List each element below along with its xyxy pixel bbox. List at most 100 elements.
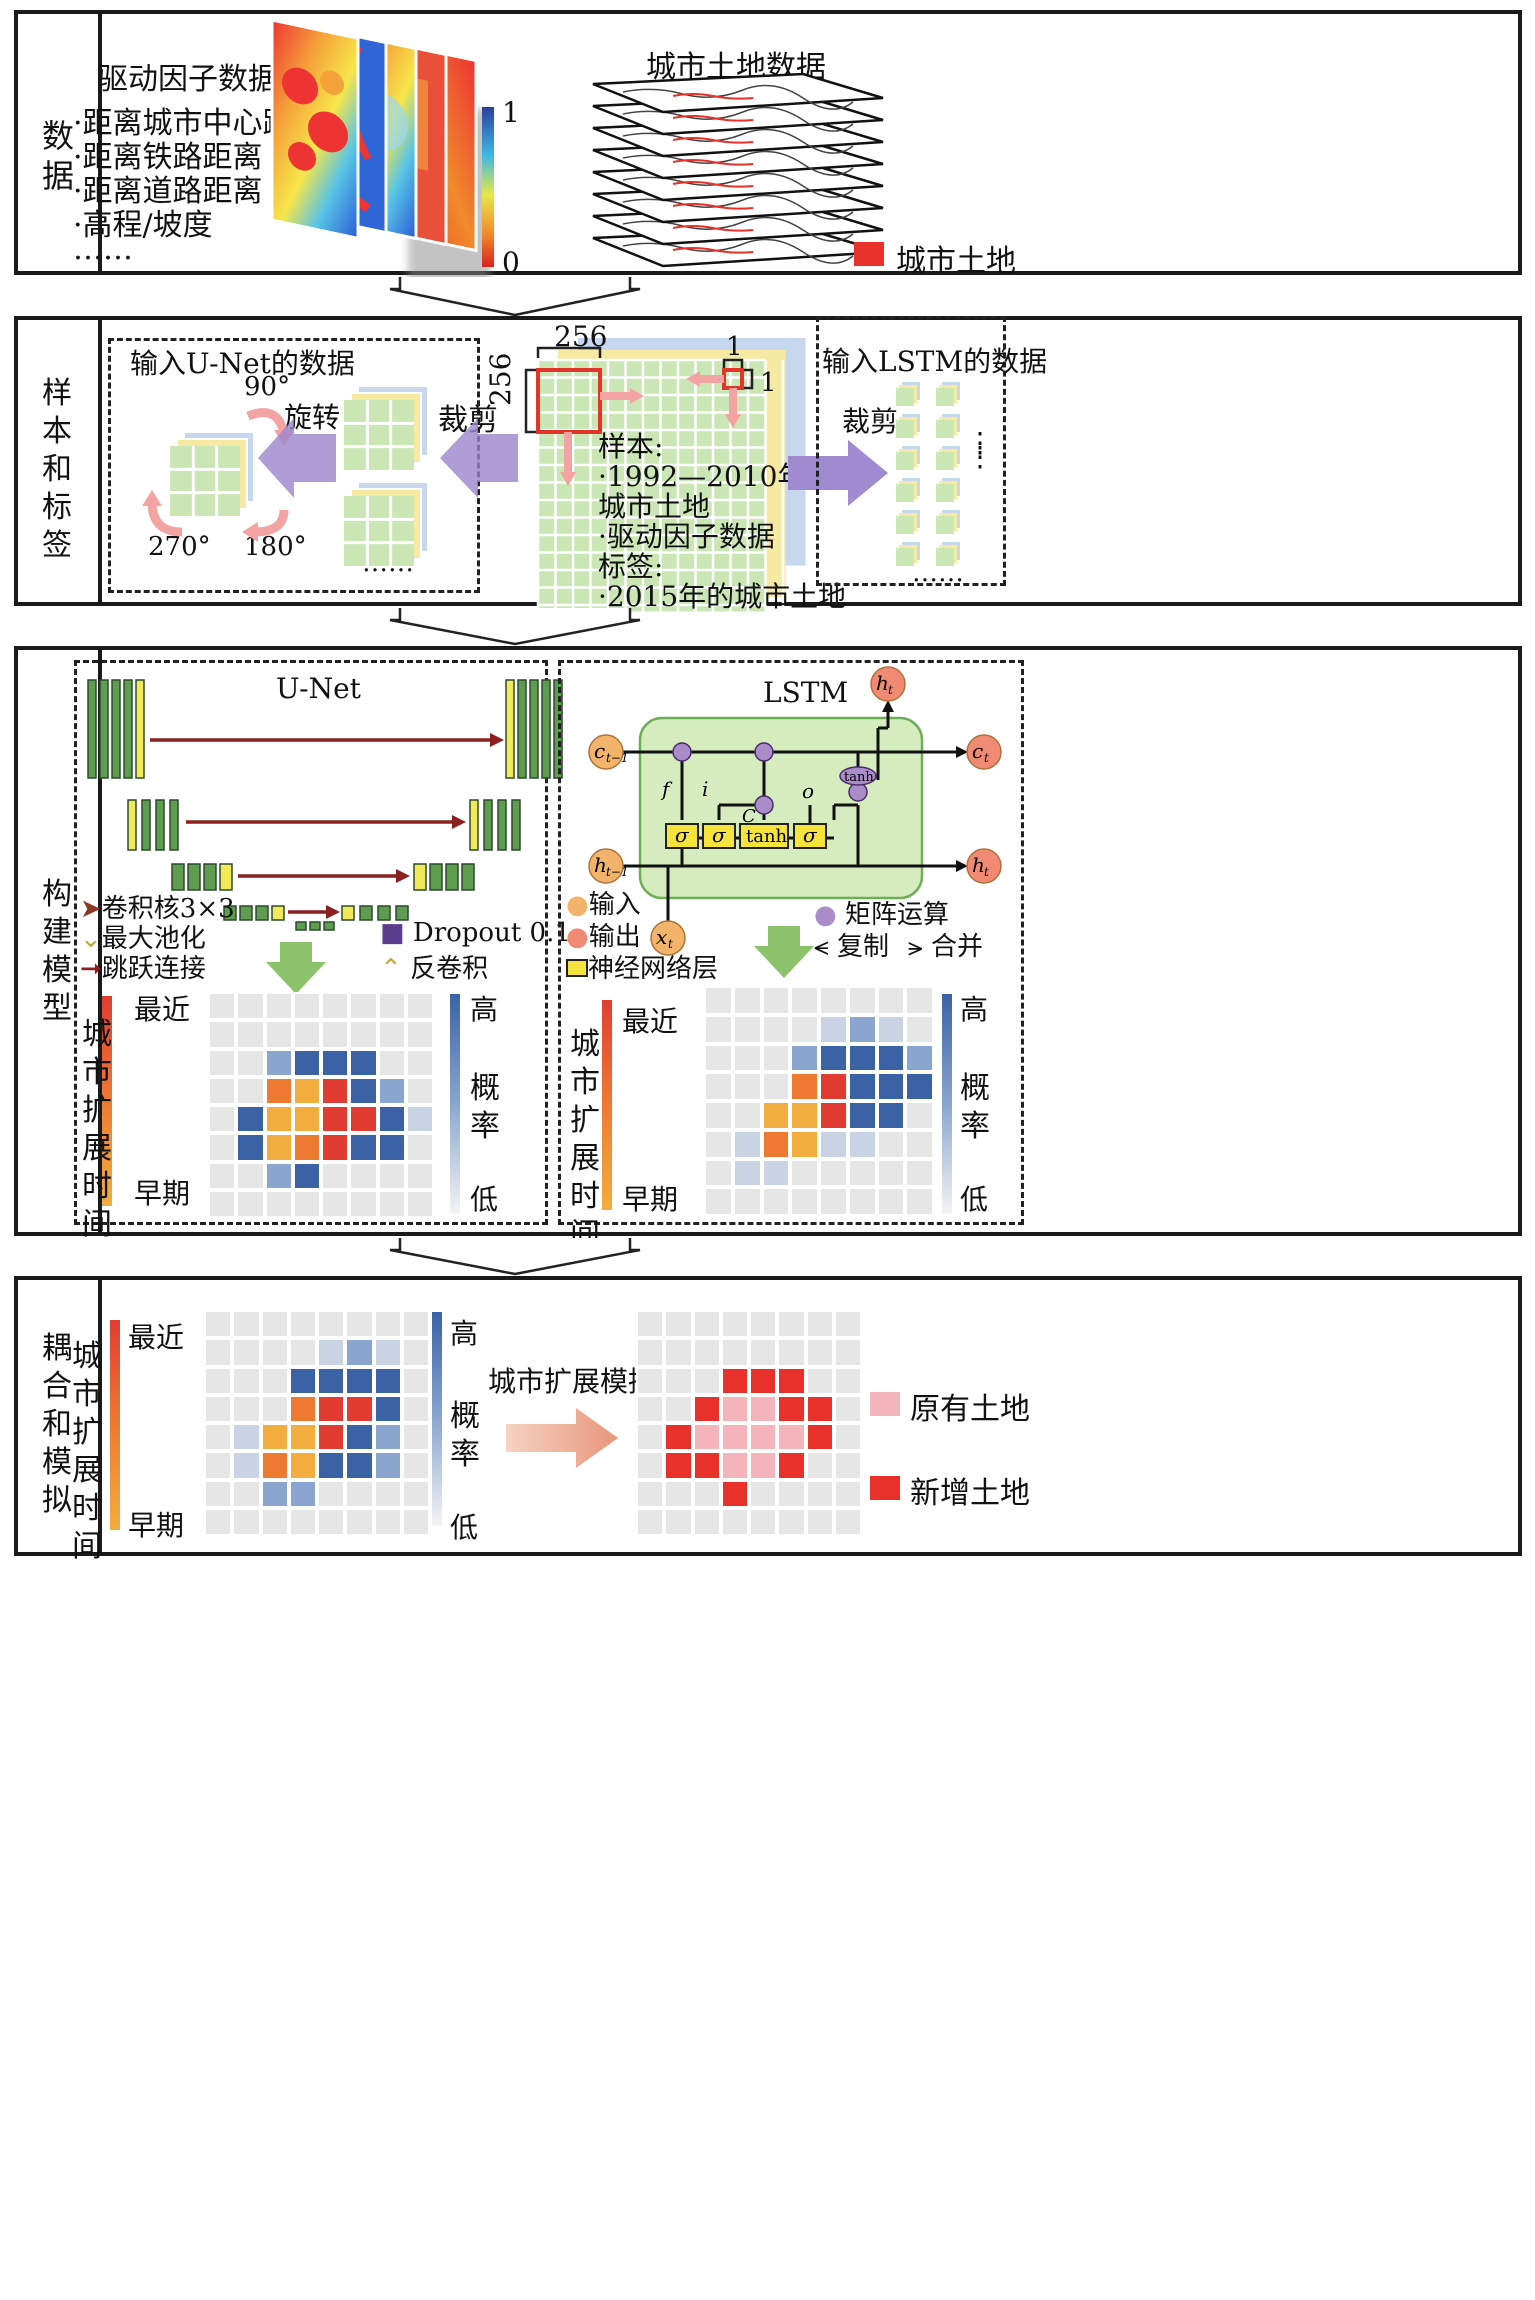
grid-cell — [790, 986, 819, 1015]
legend-output: ●输出 — [566, 922, 641, 952]
legend-existing-label: 原有土地 — [910, 1392, 1030, 1427]
grid-cell — [260, 1479, 289, 1508]
grid-cell — [204, 1366, 233, 1395]
unet-sample-tiles — [142, 385, 518, 566]
grid-cell — [260, 1451, 289, 1480]
grid-cell — [819, 986, 848, 1015]
grid-cell — [749, 1338, 778, 1367]
time-color-bar — [102, 996, 112, 1206]
grid-cell — [833, 1423, 862, 1452]
grid-cell — [288, 1423, 317, 1452]
conv-block — [429, 863, 443, 891]
grid-cell — [204, 1338, 233, 1367]
grid-cell — [749, 1451, 778, 1480]
c-t-node-sub: t — [984, 751, 989, 765]
rotation-arrow — [246, 408, 289, 436]
grid-cell — [345, 1479, 374, 1508]
c-prev-node-sub: t−1 — [606, 751, 629, 765]
c-prev-node — [588, 734, 624, 770]
grid-cell — [401, 1423, 430, 1452]
grid-cell — [405, 1048, 434, 1077]
grid-cell — [761, 1101, 791, 1130]
lstm-title: LSTM — [763, 676, 849, 709]
grid-cell — [345, 1338, 374, 1367]
unet-title: U-Net — [276, 672, 361, 705]
grid-cell — [405, 1189, 434, 1218]
grid-cell — [373, 1338, 402, 1367]
lstm-sample-tiles — [896, 382, 960, 566]
conv-block — [483, 799, 493, 851]
grid-cell — [692, 1394, 721, 1423]
grid-cell — [401, 1366, 430, 1395]
grid-cell — [345, 1451, 374, 1480]
legend-pool: ⌄最大池化 — [80, 924, 206, 954]
size-bracket — [722, 358, 744, 368]
grid-cell — [636, 1366, 665, 1395]
lstm-tile-layer — [896, 548, 914, 566]
scale-low-label: 0 — [502, 246, 520, 279]
urban-pattern — [672, 203, 754, 210]
grid-cell — [790, 1072, 819, 1101]
grid-cell — [692, 1451, 721, 1480]
grid-cell — [288, 1507, 317, 1536]
lstm-tile-layer — [936, 516, 954, 534]
grid-cell — [876, 1187, 906, 1216]
grid-cell — [292, 1020, 321, 1049]
grid-cell — [636, 1451, 665, 1480]
scale-high-label: 1 — [502, 96, 520, 129]
grid-cell — [805, 1479, 834, 1508]
grid-cell — [876, 1072, 906, 1101]
matrix-op-node — [754, 742, 774, 762]
grid-cell — [349, 1020, 378, 1049]
legend-input: ●输入 — [566, 890, 641, 920]
h-t-node — [966, 848, 1002, 884]
grid-cell — [377, 992, 406, 1021]
output-arrow-down — [754, 926, 814, 978]
grid-cell — [321, 992, 350, 1021]
lstm-input-title: 输入LSTM的数据 — [822, 345, 1048, 378]
pixel-size-1-side: 1 — [760, 368, 777, 398]
grid-cell — [819, 1072, 848, 1101]
grid-cell — [377, 1020, 406, 1049]
grid-cell — [232, 1394, 261, 1423]
low-label: 低 — [470, 1183, 499, 1216]
sample-tile — [344, 385, 429, 470]
grid-cell — [317, 1479, 346, 1508]
grid-cell — [317, 1423, 346, 1452]
grid-cell — [819, 1101, 848, 1130]
more-vertical-dots: ⋮⋮ — [966, 426, 994, 473]
factor-item: …… — [73, 232, 133, 267]
grid-cell — [664, 1310, 693, 1339]
grid-cell — [264, 1076, 293, 1105]
grid-cell — [833, 1451, 862, 1480]
h-t-node-sub: t — [984, 865, 989, 879]
grid-cell — [819, 1187, 848, 1216]
size-bracket — [536, 346, 602, 358]
grid-cell — [264, 1133, 293, 1162]
grid-cell — [260, 1507, 289, 1536]
grid-cell — [664, 1338, 693, 1367]
grid-cell — [208, 1105, 237, 1134]
grid-cell — [905, 986, 934, 1015]
sample-line: ·驱动因子数据 — [598, 520, 775, 553]
urban-pattern — [672, 225, 754, 232]
grid-cell — [373, 1479, 402, 1508]
grid-cell — [288, 1338, 317, 1367]
grid-cell — [905, 1158, 934, 1188]
grid-cell — [292, 1133, 321, 1162]
legend-existing-swatch — [870, 1392, 900, 1416]
conv-block — [171, 863, 185, 891]
grid-cell — [236, 1020, 265, 1049]
arrow-head — [956, 746, 968, 758]
grid-cell — [805, 1423, 834, 1452]
grid-cell — [720, 1507, 749, 1536]
lstm-tile-layer — [936, 452, 954, 470]
grid-cell — [345, 1394, 374, 1423]
legend-new-label: 新增土地 — [910, 1476, 1030, 1511]
grid-cell — [905, 1014, 934, 1044]
grid-cell — [805, 1310, 834, 1339]
grid-cell — [204, 1423, 233, 1452]
grid-cell — [264, 1189, 293, 1218]
urban-pattern — [622, 84, 854, 110]
bottleneck-block — [295, 921, 307, 931]
